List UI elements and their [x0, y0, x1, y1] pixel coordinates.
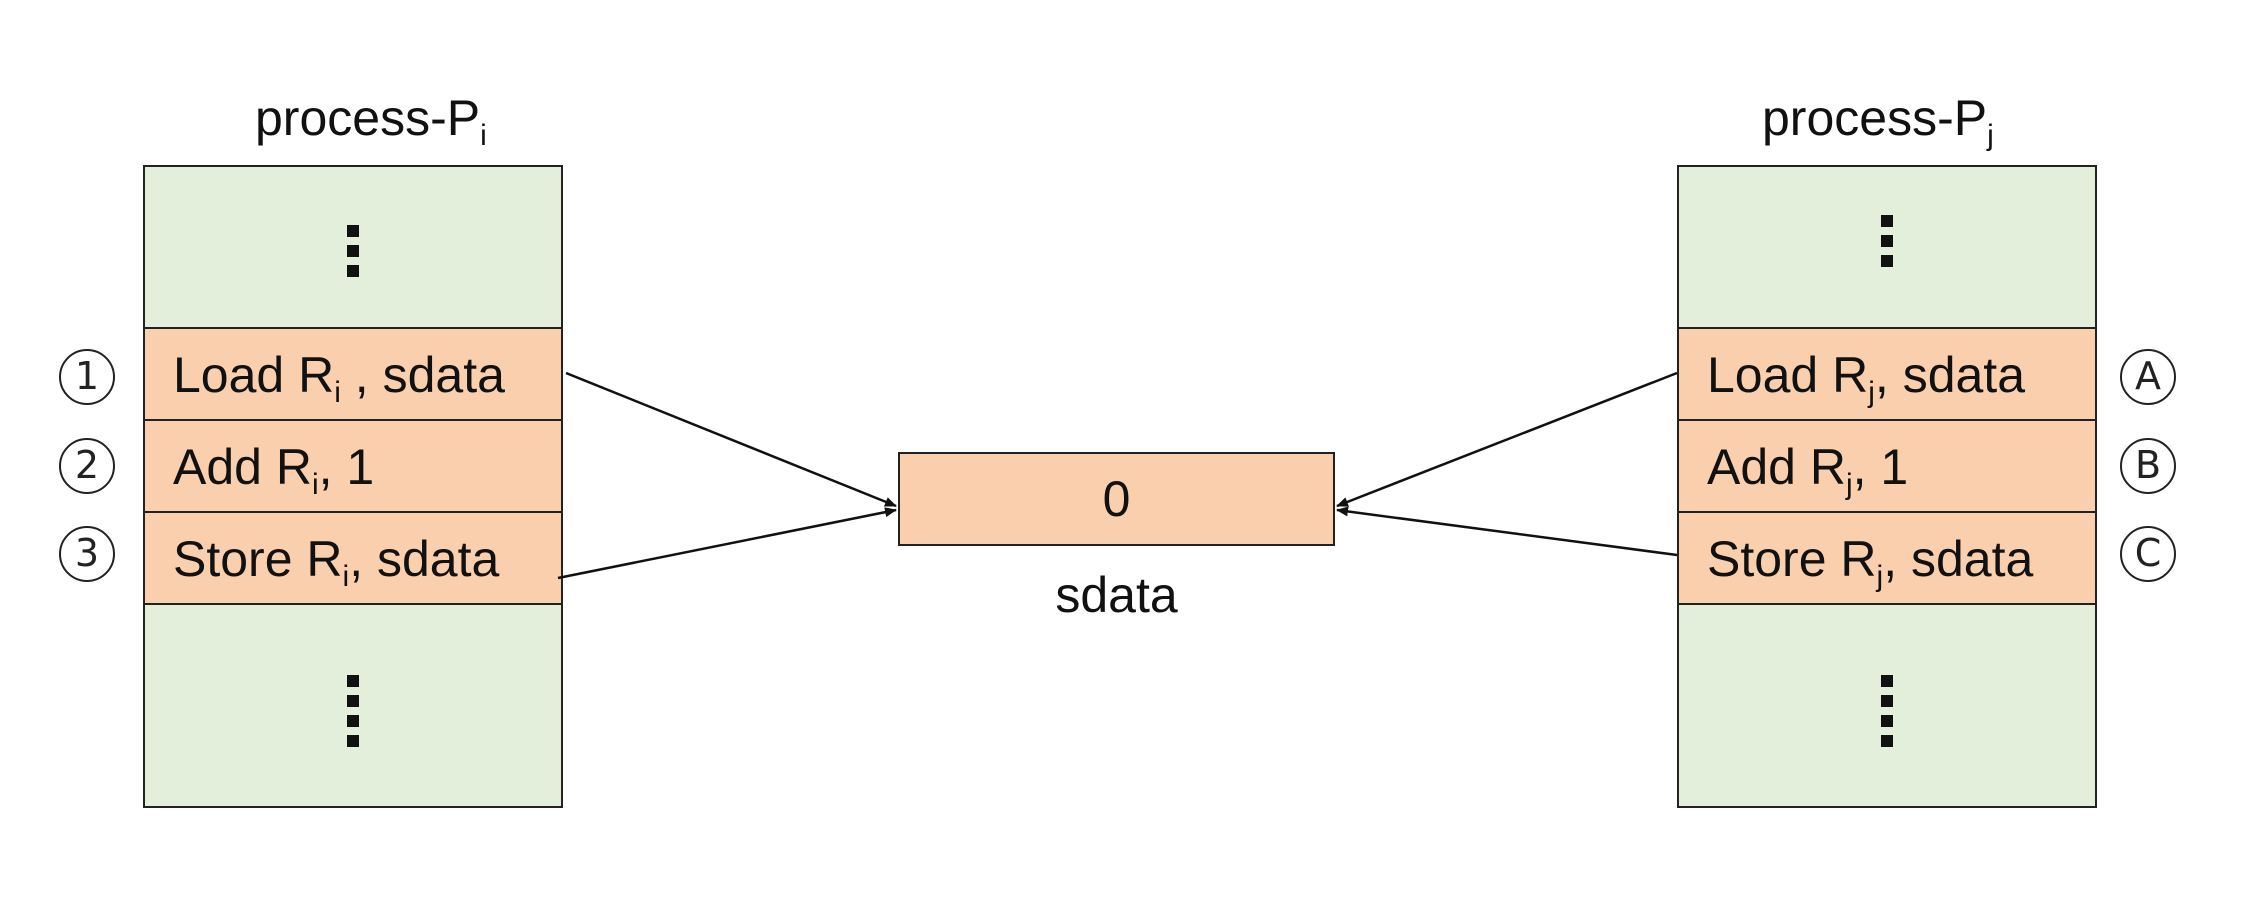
instruction-register-subscript: j: [1868, 376, 1875, 409]
instruction-op: Store R: [1707, 531, 1877, 587]
process-i-title-text: process-P: [255, 90, 481, 146]
vertical-ellipsis-icon: [1881, 675, 1893, 755]
vertical-ellipsis-icon: [347, 225, 359, 285]
arrow-load-j-to-sdata: [1336, 371, 1678, 508]
process-j-bottom-ellipsis: [1679, 605, 2095, 806]
process-j-top-ellipsis: [1679, 167, 2095, 327]
process-i-instruction-add: Add Ri, 1: [145, 419, 561, 511]
instruction-args: , sdata: [1883, 531, 2034, 587]
arrow-store-j-to-sdata: [1336, 506, 1678, 557]
instruction-args: , 1: [318, 439, 375, 495]
instruction-op: Add R: [1707, 439, 1846, 495]
shared-variable-label: sdata: [1055, 567, 1178, 623]
process-i-title: process-Pi: [255, 88, 487, 151]
step-marker-1: 1: [59, 349, 115, 405]
step-marker-2: 2: [59, 438, 115, 494]
instruction-args: , sdata: [1874, 347, 2026, 403]
instruction-args: , sdata: [340, 347, 505, 403]
instruction-register-subscript: i: [311, 468, 319, 501]
step-marker-3: 3: [59, 526, 115, 582]
instruction-register-subscript: i: [342, 560, 350, 593]
instruction-args: , 1: [1852, 439, 1909, 495]
instruction-register-subscript: j: [1876, 560, 1884, 593]
vertical-ellipsis-icon: [347, 675, 359, 755]
instruction-op: Add R: [173, 439, 312, 495]
arrow-load-i-to-sdata: [565, 371, 897, 508]
step-marker-a: A: [2120, 349, 2176, 405]
instruction-register-subscript: i: [334, 376, 341, 409]
process-i-bottom-ellipsis: [145, 605, 561, 806]
process-j-title: process-Pj: [1762, 88, 1994, 151]
process-j-instruction-load: Load Rj, sdata: [1679, 327, 2095, 419]
arrow-store-i-to-sdata: [557, 507, 897, 580]
process-j-instruction-store: Store Rj, sdata: [1679, 511, 2095, 605]
instruction-op: Load R: [1707, 347, 1869, 403]
instruction-register-subscript: j: [1845, 468, 1853, 501]
process-j-title-text: process-P: [1762, 90, 1988, 146]
process-j-instruction-add: Add Rj, 1: [1679, 419, 2095, 511]
shared-variable-value: 0: [1102, 471, 1131, 527]
process-i-code-column: Load Ri , sdata Add Ri, 1 Store Ri, sdat…: [143, 165, 563, 808]
step-marker-c: C: [2120, 526, 2176, 582]
instruction-args: , sdata: [349, 531, 500, 587]
process-i-instruction-store: Store Ri, sdata: [145, 511, 561, 605]
process-i-instruction-load: Load Ri , sdata: [145, 327, 561, 419]
instruction-op: Store R: [173, 531, 343, 587]
instruction-op: Load R: [173, 347, 335, 403]
vertical-ellipsis-icon: [1881, 215, 1893, 275]
process-j-code-column: Load Rj, sdata Add Rj, 1 Store Rj, sdata: [1677, 165, 2097, 808]
process-i-title-subscript: i: [480, 119, 487, 152]
process-i-top-ellipsis: [145, 167, 561, 327]
shared-variable-box: 0: [898, 452, 1335, 546]
step-marker-b: B: [2120, 438, 2176, 494]
process-j-title-subscript: j: [1987, 119, 1994, 152]
